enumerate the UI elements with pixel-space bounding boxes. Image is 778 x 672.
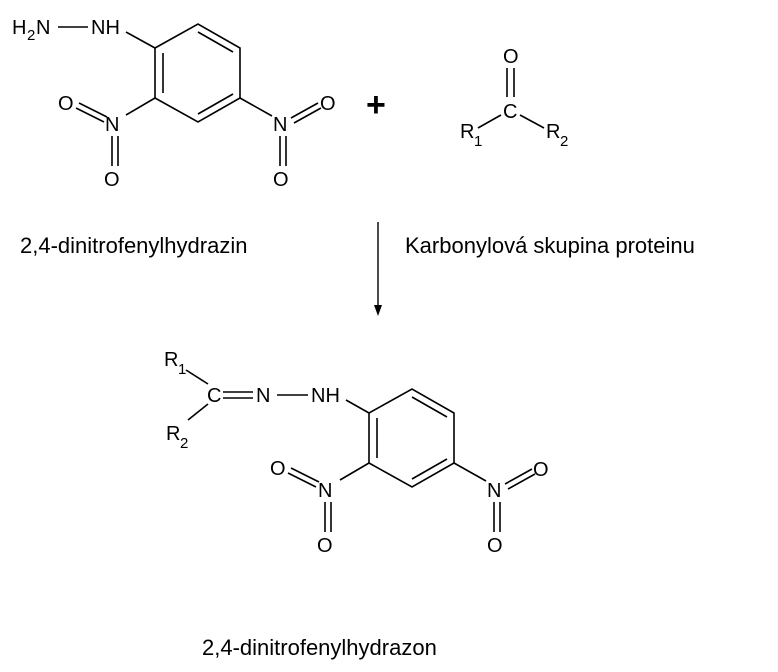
product-ring-double-bond-top (411, 396, 448, 418)
product-right-nitro-no-bond-a (504, 468, 533, 485)
hydrazine-ring-double-bond-top (197, 31, 234, 53)
carbonyl-c-r1-bond (477, 114, 502, 129)
product-right-nitro-no-bond-b (507, 473, 536, 490)
carbonyl-r2-subscript: 2 (560, 133, 568, 150)
hydrazine-left-nitro-n: N (105, 114, 119, 136)
carbonyl-r1-subscript: 1 (474, 133, 482, 150)
hydrazine-nh-ring-bond (125, 31, 156, 49)
plus-sign: + (366, 86, 386, 124)
product-left-nitro-no-bond-b (290, 467, 320, 483)
product-nh-ring-bond (345, 399, 370, 414)
hydrazine-h-subscript: 2 (27, 27, 35, 44)
hydrazine-ring-double-bond-bottom (197, 93, 234, 115)
hydrazine-left-nitro-no-bond-b (78, 102, 108, 118)
hydrazine-nh-label: NH (91, 17, 120, 39)
product-r1: R (164, 349, 178, 371)
product-name-label: 2,4-dinitrofenylhydrazon (202, 635, 437, 660)
hydrazine-left-nitro-o-bottom: O (104, 169, 120, 191)
product-nh-label: NH (311, 385, 340, 407)
hydrazine-h-atom: H (12, 17, 26, 39)
hydrazine-right-nitro-n: N (273, 114, 287, 136)
product-r1-subscript: 1 (178, 361, 186, 378)
product-right-nitro-o: O (533, 459, 549, 481)
hydrazine-n-atom: N (36, 17, 50, 39)
product-r2: R (166, 423, 180, 445)
hydrazine-left-nitro-attach-bond (125, 97, 156, 116)
hydrazine-left-nitro-no-bond-a (75, 107, 105, 123)
product-right-nitro-o-bottom: O (487, 535, 503, 557)
hydrazine-right-nitro-attach-bond (239, 97, 273, 117)
hydrazine-benzene-ring (154, 23, 241, 123)
product-left-nitro-n: N (318, 480, 332, 502)
hydrazine-right-nitro-no-bond-a (290, 102, 319, 119)
hydrazine-right-nitro-o: O (320, 93, 336, 115)
product-left-nitro-o: O (270, 458, 286, 480)
reactant-carbonyl-structure: O C R 1 R 2 (460, 46, 568, 150)
hydrazine-right-nitro-o-bottom: O (273, 169, 289, 191)
product-ring-double-bond-bottom (411, 458, 448, 480)
product-c-r2-bond (187, 403, 209, 421)
reaction-arrow-head (374, 305, 382, 316)
product-n-atom: N (256, 385, 270, 407)
carbonyl-r2: R (546, 121, 560, 143)
reactant-name-label: 2,4-dinitrofenylhydrazin (20, 233, 247, 258)
carbonyl-c-r2-bond (519, 114, 545, 129)
reactant-hydrazine-structure: H 2 N NH N O O N O O (12, 17, 336, 191)
product-r2-subscript: 2 (180, 435, 188, 452)
product-left-nitro-attach-bond (339, 462, 370, 481)
hydrazine-left-nitro-o: O (58, 93, 74, 115)
product-c-atom: C (207, 385, 221, 407)
product-right-nitro-n: N (487, 480, 501, 502)
carbonyl-o-atom: O (503, 46, 519, 68)
reaction-condition-label: Karbonylová skupina proteinu (405, 233, 695, 258)
product-left-nitro-o-bottom: O (317, 535, 333, 557)
carbonyl-r1: R (460, 121, 474, 143)
product-left-nitro-no-bond-a (287, 472, 317, 488)
reaction-arrow (374, 222, 382, 316)
product-benzene-ring (368, 388, 455, 488)
hydrazine-right-nitro-no-bond-b (293, 107, 322, 124)
product-r1-c-bond (185, 369, 209, 385)
carbonyl-c-atom: C (503, 101, 517, 123)
product-right-nitro-attach-bond (453, 462, 487, 482)
product-hydrazone-structure: R 1 C N NH R 2 N O O N (164, 349, 549, 557)
